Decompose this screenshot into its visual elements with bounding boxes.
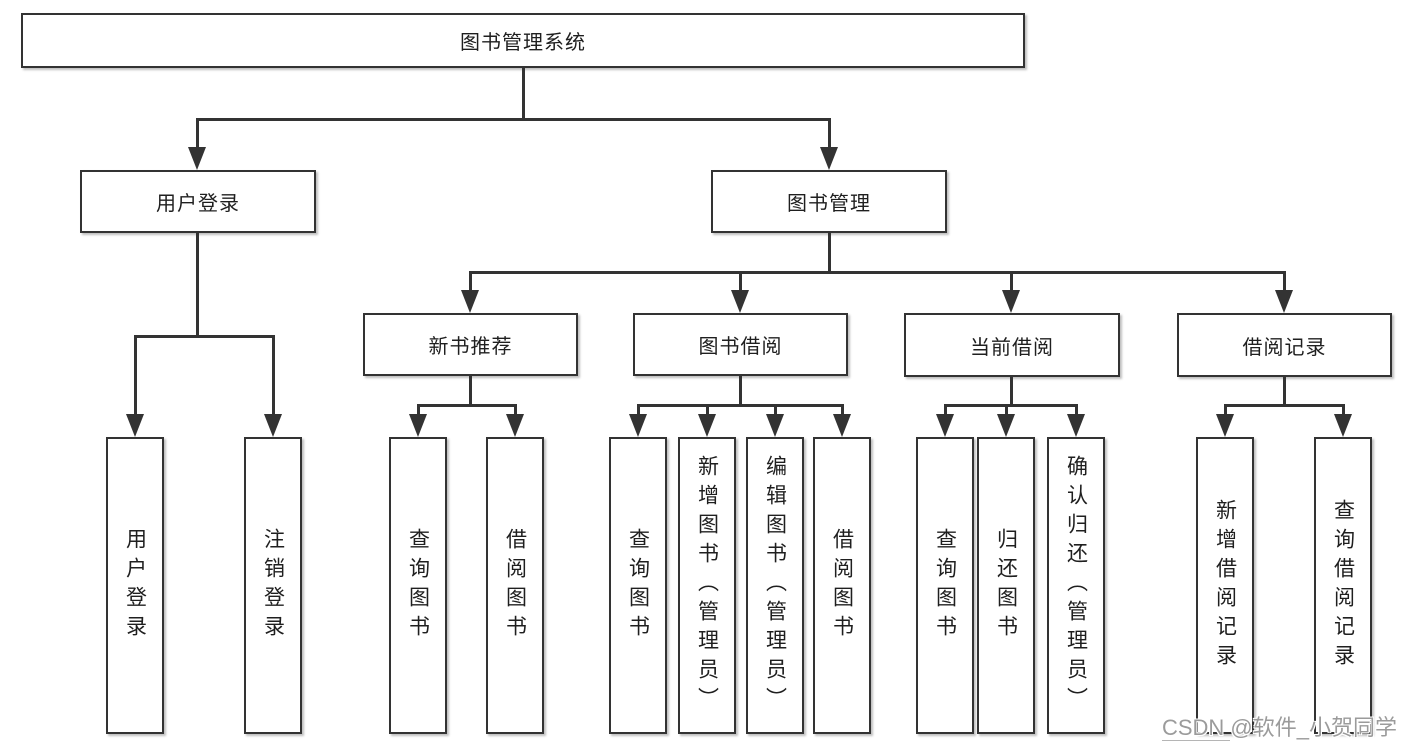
node-book-borrow: 图书借阅 xyxy=(633,313,848,376)
connector-level2-rail xyxy=(197,118,830,121)
arrow-down-icon xyxy=(126,414,144,437)
node-book-mgmt: 图书管理 xyxy=(711,170,947,233)
node-root: 图书管理系统 xyxy=(21,13,1025,68)
arrow-down-icon xyxy=(629,414,647,437)
leaf-current-query: 查询图书 xyxy=(916,437,974,734)
arrow-down-icon xyxy=(698,414,716,437)
node-user-login-label: 用户登录 xyxy=(156,193,240,215)
watermark-author: @软件_小贺同学 xyxy=(1230,715,1397,740)
connector-borrow-records-split xyxy=(1224,404,1345,407)
node-current-borrow: 当前借阅 xyxy=(904,313,1120,377)
leaf-bookborrow-borrow: 借阅图书 xyxy=(813,437,871,734)
node-user-login: 用户登录 xyxy=(80,170,316,233)
arrow-down-icon xyxy=(1216,414,1234,437)
connector-book-borrow-stem xyxy=(739,376,742,407)
arrow-down-icon xyxy=(731,290,749,313)
leaf-bookborrow-add: 新增图书（管理员） xyxy=(678,437,736,734)
leaf-bookborrow-query-label: 查询图书 xyxy=(626,527,650,644)
arrow-down-icon xyxy=(264,414,282,437)
leaf-bookborrow-edit-label: 编辑图书（管理员） xyxy=(763,455,787,716)
connector-new-books-split xyxy=(417,404,517,407)
watermark: CSDN @软件_小贺同学 xyxy=(1161,710,1397,742)
leaf-newbooks-query: 查询图书 xyxy=(389,437,447,734)
leaf-current-query-label: 查询图书 xyxy=(933,527,957,644)
connector-arrow-stem xyxy=(828,118,831,148)
arrow-down-icon xyxy=(1002,290,1020,313)
node-borrow-records: 借阅记录 xyxy=(1177,313,1392,377)
connector-arrow-stem xyxy=(272,335,275,415)
leaf-records-add: 新增借阅记录 xyxy=(1196,437,1254,734)
connector-new-books-stem xyxy=(469,376,472,407)
node-book-borrow-label: 图书借阅 xyxy=(698,336,783,358)
connector-arrow-stem xyxy=(1005,404,1008,415)
node-current-borrow-label: 当前借阅 xyxy=(970,336,1054,359)
leaf-records-query-label: 查询借阅记录 xyxy=(1331,498,1355,673)
connector-arrow-stem xyxy=(1342,404,1345,415)
arrow-down-icon xyxy=(833,414,851,437)
connector-arrow-stem xyxy=(1010,271,1013,291)
arrow-down-icon xyxy=(1334,414,1352,437)
arrow-down-icon xyxy=(409,414,427,437)
connector-level3-rail xyxy=(469,271,1285,274)
node-borrow-records-label: 借阅记录 xyxy=(1242,336,1327,359)
connector-arrow-stem xyxy=(196,118,199,148)
node-root-label: 图书管理系统 xyxy=(460,32,586,54)
leaf-current-confirm: 确认归还（管理员） xyxy=(1047,437,1105,734)
connector-arrow-stem xyxy=(514,404,517,415)
connector-arrow-stem xyxy=(706,404,709,415)
leaf-records-query: 查询借阅记录 xyxy=(1314,437,1372,734)
connector-arrow-stem xyxy=(1075,404,1078,415)
connector-arrow-stem xyxy=(841,404,844,415)
leaf-login-label: 用户登录 xyxy=(123,527,147,644)
leaf-newbooks-borrow: 借阅图书 xyxy=(486,437,544,734)
connector-arrow-stem xyxy=(469,271,472,291)
arrow-down-icon xyxy=(997,414,1015,437)
watermark-prefix: CSDN xyxy=(1161,715,1231,741)
arrow-down-icon xyxy=(461,290,479,313)
leaf-logout-label: 注销登录 xyxy=(261,527,285,644)
connector-arrow-stem xyxy=(134,335,137,415)
leaf-bookborrow-query: 查询图书 xyxy=(609,437,667,734)
connector-arrow-stem xyxy=(774,404,777,415)
arrow-down-icon xyxy=(1275,290,1293,313)
connector-current-borrow-split xyxy=(944,404,1078,407)
connector-arrow-stem xyxy=(739,271,742,291)
arrow-down-icon xyxy=(506,414,524,437)
connector-current-borrow-stem xyxy=(1010,377,1013,407)
leaf-bookborrow-edit: 编辑图书（管理员） xyxy=(746,437,804,734)
arrow-down-icon xyxy=(188,147,206,170)
connector-user-login-stem xyxy=(196,233,199,337)
connector-arrow-stem xyxy=(944,404,947,415)
connector-arrow-stem xyxy=(417,404,420,415)
connector-user-login-split xyxy=(134,335,274,338)
arrow-down-icon xyxy=(936,414,954,437)
leaf-current-confirm-label: 确认归还（管理员） xyxy=(1064,455,1088,716)
connector-borrow-records-stem xyxy=(1283,377,1286,407)
connector-book-mgmt-stem xyxy=(828,233,831,274)
leaf-newbooks-borrow-label: 借阅图书 xyxy=(503,527,527,644)
arrow-down-icon xyxy=(766,414,784,437)
connector-arrow-stem xyxy=(1224,404,1227,415)
leaf-bookborrow-borrow-label: 借阅图书 xyxy=(830,527,854,644)
connector-book-borrow-split xyxy=(637,404,844,407)
connector-arrow-stem xyxy=(637,404,640,415)
leaf-current-return: 归还图书 xyxy=(977,437,1035,734)
leaf-newbooks-query-label: 查询图书 xyxy=(406,527,430,644)
connector-arrow-stem xyxy=(1283,271,1286,291)
connector-root-stem xyxy=(522,68,525,121)
leaf-logout: 注销登录 xyxy=(244,437,302,734)
arrow-down-icon xyxy=(1067,414,1085,437)
leaf-records-add-label: 新增借阅记录 xyxy=(1213,498,1237,673)
leaf-current-return-label: 归还图书 xyxy=(994,527,1018,644)
node-new-books: 新书推荐 xyxy=(363,313,578,376)
leaf-login: 用户登录 xyxy=(106,437,164,734)
leaf-bookborrow-add-label: 新增图书（管理员） xyxy=(695,455,719,716)
arrow-down-icon xyxy=(820,147,838,170)
node-new-books-label: 新书推荐 xyxy=(428,336,513,358)
node-book-mgmt-label: 图书管理 xyxy=(787,193,871,215)
